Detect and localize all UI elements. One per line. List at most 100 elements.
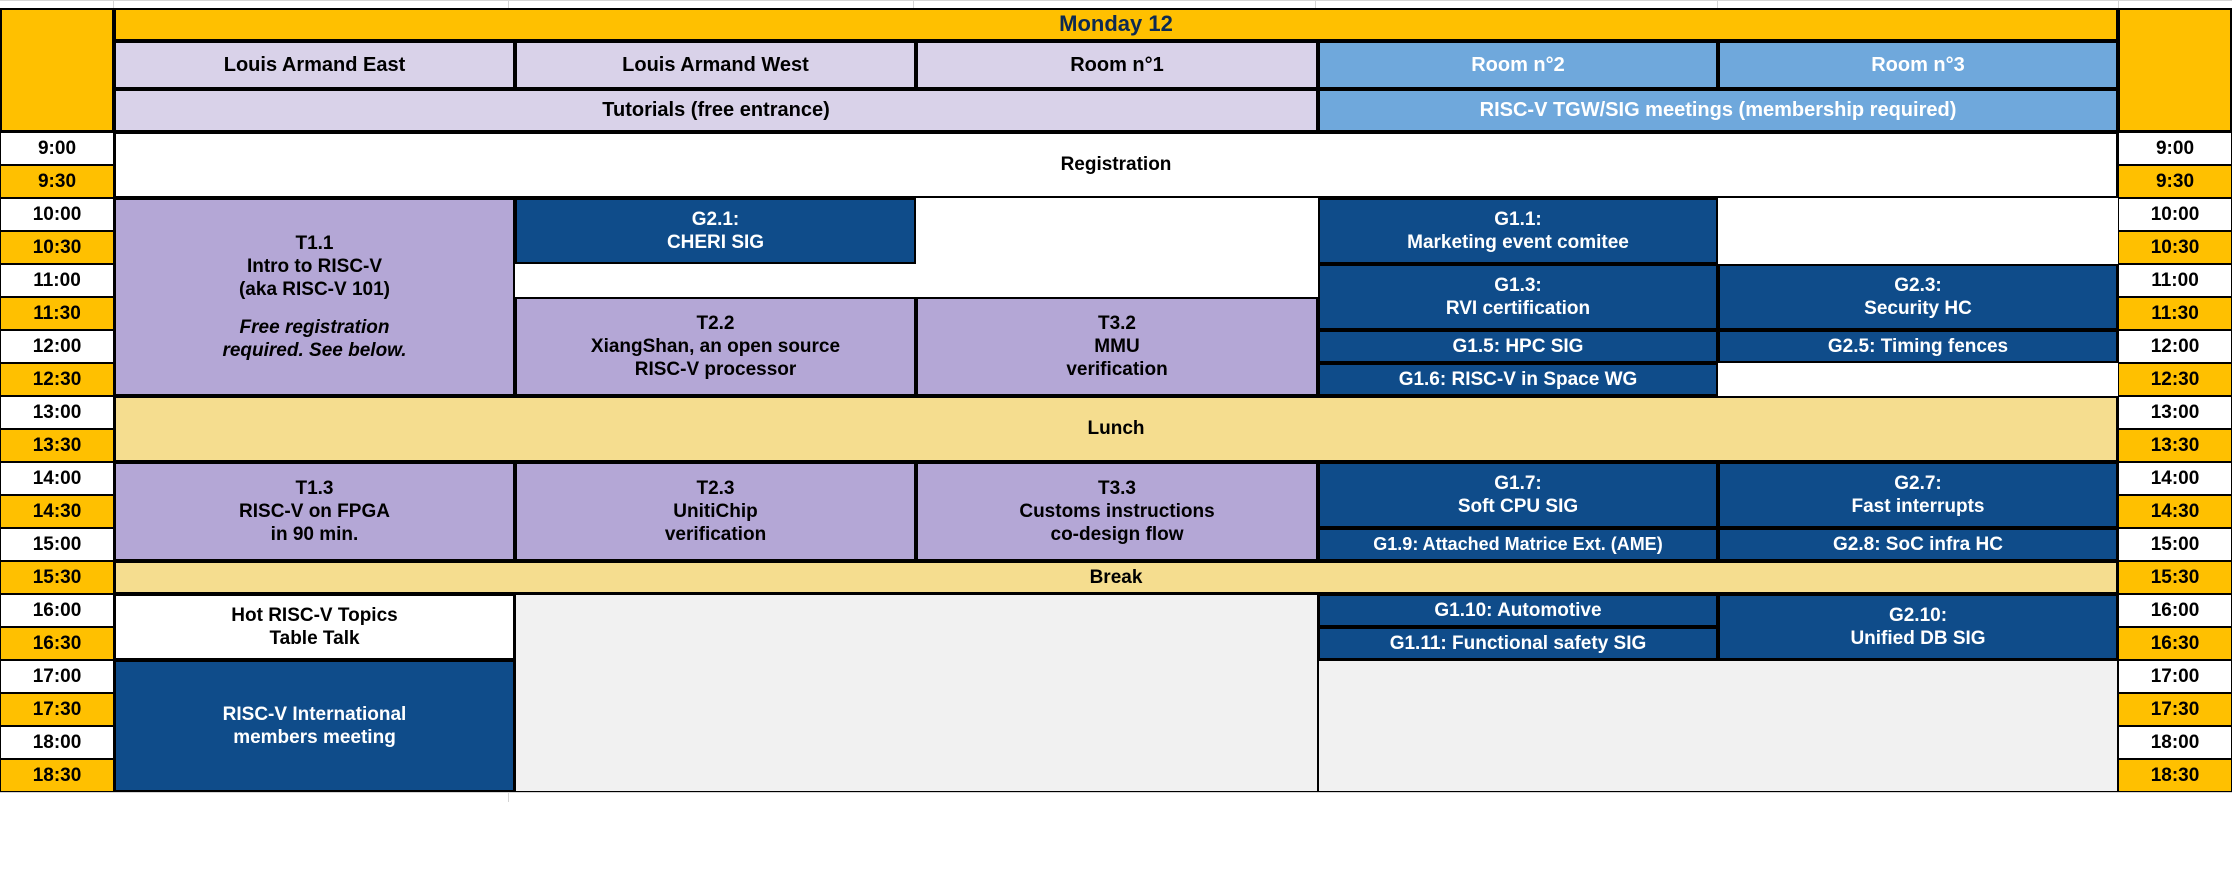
time-label-right-1600: 16:00 [2118,594,2232,627]
session-title: CHERI SIG [666,232,765,253]
session-g1-10[interactable]: G1.10: Automotive [1318,594,1718,627]
sheet-guide [508,792,509,802]
time-label-left-1630: 16:30 [0,627,114,660]
time-label-right-1630: 16:30 [2118,627,2232,660]
time-label-right-1500: 15:00 [2118,528,2232,561]
sheet-guide [0,0,2232,1]
session-title: Security HC [1864,298,1972,319]
session-code: G1.7: [1494,472,1542,494]
time-label-right-1430: 14:30 [2118,495,2232,528]
room-header-louis-armand-west[interactable]: Louis Armand West [515,41,916,89]
header-left-spacer [0,8,114,132]
time-label-right-1000: 10:00 [2118,198,2232,231]
time-label-left-1400: 14:00 [0,462,114,495]
room-header-room-1[interactable]: Room n°1 [916,41,1318,89]
session-code: T2.2 [696,312,735,334]
track-band-tutorials: Tutorials (free entrance) [114,89,1318,132]
time-label-right-0900: 9:00 [2118,132,2232,165]
session-code: T1.1 [295,233,334,255]
session-members-meeting[interactable]: RISC-V International members meeting [114,660,515,792]
day-title: Monday 12 [114,8,2118,41]
time-label-right-1200: 12:00 [2118,330,2232,363]
time-label-left-1500: 15:00 [0,528,114,561]
session-title-line-1: UnitiChip [673,500,758,522]
time-label-right-0930: 9:30 [2118,165,2232,198]
session-g1-7[interactable]: G1.7: Soft CPU SIG [1318,462,1718,528]
time-label-right-1700: 17:00 [2118,660,2232,693]
room-header-room-2[interactable]: Room n°2 [1318,41,1718,89]
time-label-right-1330: 13:30 [2118,429,2232,462]
session-g1-6[interactable]: G1.6: RISC-V in Space WG [1318,363,1718,396]
room-header-room-3[interactable]: Room n°3 [1718,41,2118,89]
time-label-right-1100: 11:00 [2118,264,2232,297]
session-title-line-2: RISC-V processor [634,359,797,381]
track-band-tgw-sig: RISC-V TGW/SIG meetings (membership requ… [1318,89,2118,132]
time-label-right-1400: 14:00 [2118,462,2232,495]
time-label-right-1830: 18:30 [2118,759,2232,792]
time-label-left-1000: 10:00 [0,198,114,231]
session-t3-3[interactable]: T3.3 Customs instructions co-design flow [916,462,1318,561]
time-label-right-1130: 11:30 [2118,297,2232,330]
session-title-line-2: co-design flow [1050,524,1184,546]
time-label-left-0930: 9:30 [0,165,114,198]
time-label-left-1430: 14:30 [0,495,114,528]
session-g2-10[interactable]: G2.10: Unified DB SIG [1718,594,2118,660]
time-label-left-1830: 18:30 [0,759,114,792]
empty-slot-area [1318,660,2118,792]
time-label-left-1130: 11:30 [0,297,114,330]
time-label-left-1700: 17:00 [0,660,114,693]
time-label-left-1600: 16:00 [0,594,114,627]
time-label-right-1230: 12:30 [2118,363,2232,396]
time-label-right-1530: 15:30 [2118,561,2232,594]
session-title-line-1: RISC-V International [222,703,407,725]
sheet-guide [508,0,509,8]
session-g2-8[interactable]: G2.8: SoC infra HC [1718,528,2118,561]
session-g1-5[interactable]: G1.5: HPC SIG [1318,330,1718,363]
session-g2-7[interactable]: G2.7: Fast interrupts [1718,462,2118,528]
time-label-left-1100: 11:00 [0,264,114,297]
session-title-line-2: verification [664,524,767,546]
sheet-guide [913,0,914,8]
session-t3-2[interactable]: T3.2 MMU verification [916,297,1318,396]
session-code: T2.3 [696,477,735,499]
session-g1-9[interactable]: G1.9: Attached Matrice Ext. (AME) [1318,528,1718,561]
session-title-line-1: Customs instructions [1019,500,1215,522]
time-label-left-1300: 13:00 [0,396,114,429]
time-label-left-1200: 12:00 [0,330,114,363]
band-lunch: Lunch [114,396,2118,462]
session-t2-2[interactable]: T2.2 XiangShan, an open source RISC-V pr… [515,297,916,396]
session-title-line-1: MMU [1094,335,1140,357]
session-code: T1.3 [295,477,334,499]
time-label-right-1730: 17:30 [2118,693,2232,726]
session-t2-3[interactable]: T2.3 UnitiChip verification [515,462,916,561]
session-title-line-2: members meeting [233,727,396,748]
sheet-guide [2118,0,2119,8]
time-label-left-1730: 17:30 [0,693,114,726]
session-code: G1.1: [1494,208,1542,230]
session-code: G2.1: [691,208,740,230]
session-registration: Registration [114,132,2118,198]
empty-slot-area [515,594,1318,792]
session-t1-1[interactable]: T1.1 Intro to RISC-V (aka RISC-V 101) Fr… [114,198,515,396]
session-title-line-1: XiangShan, an open source [590,335,841,357]
session-code: T3.2 [1097,312,1137,334]
session-g1-3[interactable]: G1.3: RVI certification [1318,264,1718,330]
session-g2-5[interactable]: G2.5: Timing fences [1718,330,2118,363]
session-g2-3[interactable]: G2.3: Security HC [1718,264,2118,330]
session-title-line-2: (aka RISC-V 101) [238,279,390,301]
session-g1-11[interactable]: G1.11: Functional safety SIG [1318,627,1718,660]
session-code: G2.10: [1888,604,1948,626]
session-code: G1.3: [1494,274,1542,296]
session-note-line-2: required. See below. [222,339,407,361]
session-hot-topics-table-talk[interactable]: Hot RISC-V Topics Table Talk [114,594,515,660]
session-g1-1[interactable]: G1.1: Marketing event comitee [1318,198,1718,264]
session-note-line-1: Free registration [239,316,390,338]
sheet-guide [113,0,114,8]
room-header-louis-armand-east[interactable]: Louis Armand East [114,41,515,89]
session-g2-1[interactable]: G2.1: CHERI SIG [515,198,916,264]
session-t1-3[interactable]: T1.3 RISC-V on FPGA in 90 min. [114,462,515,561]
time-label-right-1300: 13:00 [2118,396,2232,429]
session-code: G2.7: [1894,472,1942,494]
session-title-line-2: in 90 min. [270,524,359,546]
